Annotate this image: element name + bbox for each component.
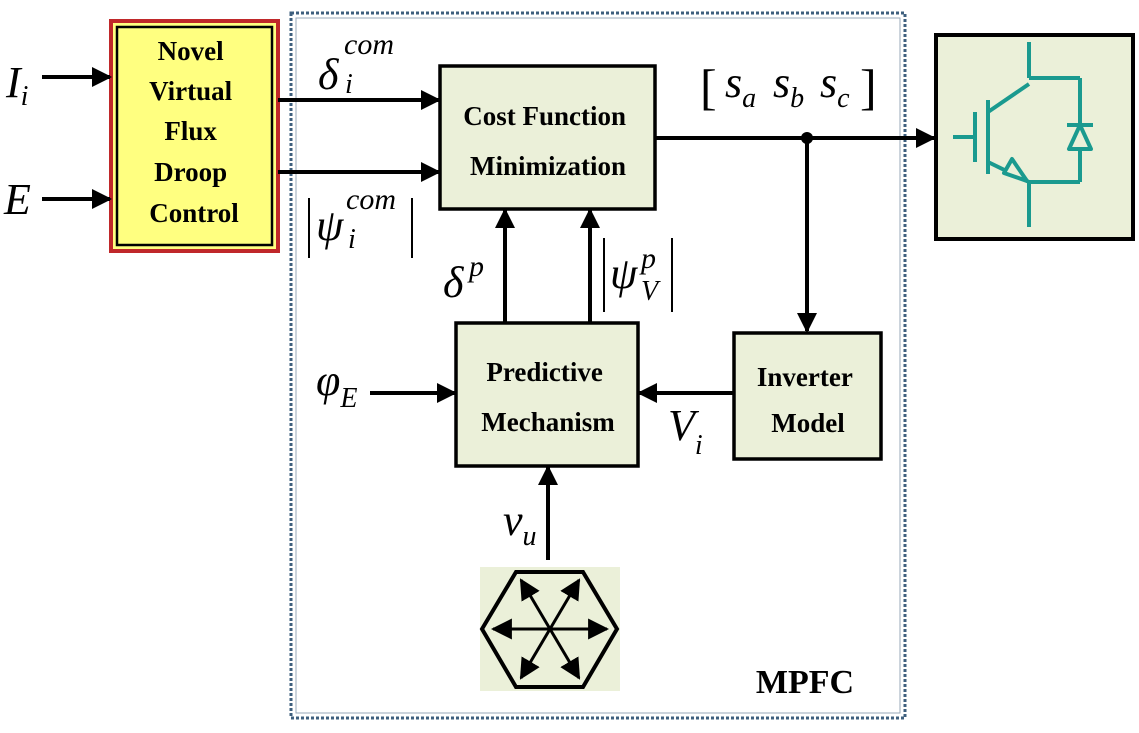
predictive-line-2: Mechanism bbox=[481, 407, 615, 437]
delta-p-label: δ p bbox=[443, 250, 484, 307]
svg-text:δ: δ bbox=[318, 50, 340, 99]
svg-text:com: com bbox=[346, 183, 396, 216]
inverter-line-1: Inverter bbox=[757, 362, 853, 392]
e-label: E bbox=[3, 175, 31, 224]
droop-control-block bbox=[109, 19, 280, 253]
droop-line-4: Droop bbox=[154, 157, 227, 187]
svg-text:Predictive Mechanism: Predictive Mechanism bbox=[481, 357, 615, 437]
svg-text:p: p bbox=[639, 242, 656, 275]
droop-line-2: Virtual bbox=[149, 76, 232, 106]
voltage-vector-hexagon-icon bbox=[479, 567, 620, 691]
delta-com-label: δ com i bbox=[318, 28, 394, 100]
vu-label: vu bbox=[503, 496, 537, 552]
phi-e-label: φE bbox=[316, 356, 357, 414]
svg-text:ψ: ψ bbox=[610, 249, 638, 298]
ii-label: Ii bbox=[5, 58, 28, 112]
cost-function-block bbox=[438, 64, 657, 211]
svg-text:sa: sa bbox=[725, 58, 756, 114]
droop-line-5: Control bbox=[149, 198, 239, 228]
vi-label: Vi bbox=[668, 401, 703, 461]
svg-text:i: i bbox=[348, 224, 356, 255]
svg-text:Inverter Model: Inverter Model bbox=[757, 362, 859, 438]
svg-text:[: [ bbox=[700, 59, 717, 115]
svg-text:sc: sc bbox=[820, 58, 850, 114]
junction-dot bbox=[801, 132, 813, 144]
svg-text:V: V bbox=[641, 276, 661, 307]
cost-line-2: Minimization bbox=[470, 151, 626, 181]
switching-states-label: [ sa sb sc ] bbox=[700, 58, 877, 115]
svg-text:com: com bbox=[344, 28, 394, 61]
cost-line-1: Cost Function bbox=[463, 101, 626, 131]
svg-text:Cost Function Minimization: Cost Function Minimization bbox=[463, 101, 633, 181]
svg-text:p: p bbox=[467, 250, 484, 283]
svg-text:δ: δ bbox=[443, 258, 465, 307]
psi-p-label: ψ p V bbox=[603, 238, 673, 312]
svg-text:i: i bbox=[345, 69, 353, 100]
mpfc-label: MPFC bbox=[756, 664, 854, 701]
droop-line-1: Novel bbox=[158, 36, 224, 66]
inverter-line-2: Model bbox=[771, 408, 845, 438]
svg-text:ψ: ψ bbox=[316, 201, 344, 250]
svg-text:sb: sb bbox=[773, 58, 804, 114]
inverter-model-block bbox=[732, 331, 883, 461]
igbt-diode-icon bbox=[953, 42, 1093, 227]
svg-text:]: ] bbox=[860, 59, 877, 115]
droop-line-3: Flux bbox=[164, 116, 217, 146]
predictive-line-1: Predictive bbox=[486, 357, 602, 387]
predictive-mechanism-block bbox=[454, 321, 640, 468]
psi-com-label: ψ com i bbox=[308, 183, 413, 258]
svg-text:Novel Virtual Flux: Novel Virtual Flux Droop Control bbox=[149, 36, 239, 228]
